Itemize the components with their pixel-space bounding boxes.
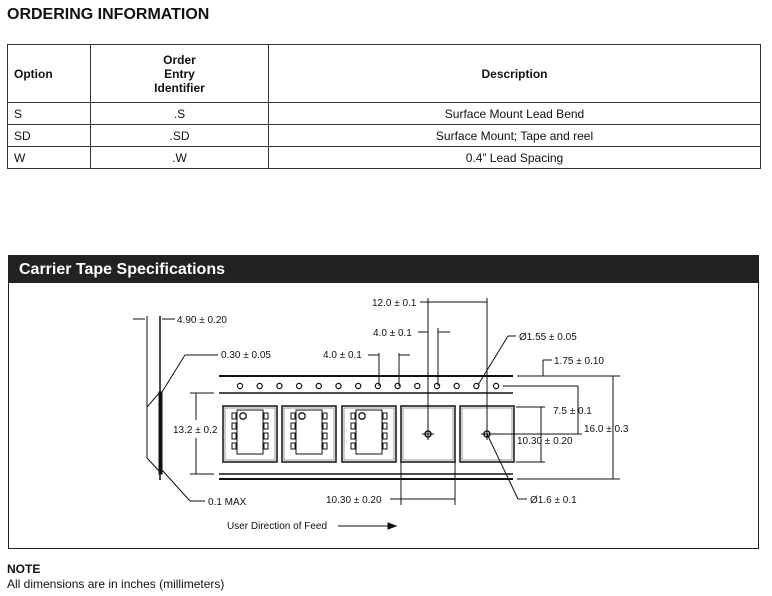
sprocket-hole (453, 382, 460, 390)
dim-center: 7.5 ± 0.1 (553, 406, 592, 417)
chip-pin (231, 412, 237, 420)
table-header-row: Option Order Entry Identifier Descriptio… (7, 44, 761, 103)
dim-pocket-hole: Ø1.6 ± 0.1 (530, 495, 577, 506)
cell-description: 0.4” Lead Spacing (268, 146, 761, 169)
dim-pitch-4b: 4.0 ± 0.1 (323, 350, 362, 361)
sprocket-hole (374, 382, 382, 390)
dim-pocket-height: 13.2 ± 0.2 (173, 425, 218, 436)
chip-body (355, 409, 383, 455)
carrier-title: Carrier Tape Specifications (9, 256, 758, 283)
chip-pin (382, 442, 388, 450)
chip-pin (350, 442, 356, 450)
chip-pin (290, 432, 296, 440)
ordering-table: Option Order Entry Identifier Descriptio… (7, 44, 761, 169)
sprocket-hole (433, 382, 441, 390)
pocket (281, 405, 337, 463)
chip-pin (263, 442, 269, 450)
sprocket-hole (276, 382, 283, 390)
chip-pin (322, 422, 328, 430)
cell-option: SD (7, 124, 91, 147)
dim-tape-thickness: 0.30 ± 0.05 (221, 350, 271, 361)
dim-edge: 1.75 ± 0.10 (554, 356, 604, 367)
chip-pin (382, 412, 388, 420)
pocket (341, 405, 397, 463)
pin1-marker (358, 412, 366, 420)
dim-pitch-4a: 4.0 ± 0.1 (373, 328, 412, 339)
sprocket-hole (414, 382, 421, 390)
sprocket-hole (473, 382, 480, 390)
pocket-inner (283, 407, 335, 461)
pocket-outline (281, 405, 337, 463)
pocket-inner (224, 407, 276, 461)
dim-reel-thickness: 4.90 ± 0.20 (177, 315, 227, 326)
pocket (222, 405, 278, 463)
chip-pin (290, 412, 296, 420)
chip-pin (231, 432, 237, 440)
chip-pin (350, 412, 356, 420)
chip-pin (231, 442, 237, 450)
sprocket-hole (315, 382, 322, 390)
chip-pin (322, 442, 328, 450)
chip-pin (263, 422, 269, 430)
sprocket-hole (236, 382, 244, 390)
dim-max: 0.1 MAX (208, 497, 247, 508)
chip-pin (322, 412, 328, 420)
sprocket-hole (492, 382, 500, 390)
chip-pin (231, 422, 237, 430)
dim-hole-diameter: Ø1.55 ± 0.05 (519, 332, 577, 343)
header-option: Option (7, 44, 91, 103)
carrier-tape-section: Carrier Tape Specifications (8, 255, 759, 549)
chip-pin (290, 422, 296, 430)
sprocket-hole (295, 382, 303, 390)
chip-pin (350, 432, 356, 440)
header-description: Description (268, 44, 761, 103)
pocket-outline (222, 405, 278, 463)
sprocket-hole (355, 382, 362, 390)
note-label: NOTE (7, 562, 41, 576)
pocket-outline (341, 405, 397, 463)
pin1-marker (298, 412, 306, 420)
note-text: All dimensions are in inches (millimeter… (7, 577, 225, 591)
chip-pin (322, 432, 328, 440)
cell-id: .W (90, 146, 269, 169)
dim-pitch-12: 12.0 ± 0.1 (372, 298, 417, 309)
dim-pocket-width: 10.30 ± 0.20 (517, 436, 573, 447)
dim-pocket-length: 10.30 ± 0.20 (326, 495, 382, 506)
feed-direction-label: User Direction of Feed (227, 521, 327, 532)
pocket-inner (343, 407, 395, 461)
sprocket-hole (256, 382, 263, 390)
chip-body (236, 409, 264, 455)
ordering-title: ORDERING INFORMATION (7, 6, 210, 23)
pin1-marker (239, 412, 247, 420)
header-order-entry: Order Entry Identifier (90, 44, 269, 103)
chip-pin (350, 422, 356, 430)
dim-width: 16.0 ± 0.3 (584, 424, 629, 435)
chip-pin (263, 432, 269, 440)
sprocket-hole (394, 382, 401, 390)
chip-pin (382, 422, 388, 430)
chip-pin (263, 412, 269, 420)
cell-option: W (7, 146, 91, 169)
sprocket-hole (335, 382, 342, 390)
chip-body (295, 409, 323, 455)
chip-pin (290, 442, 296, 450)
chip-pin (382, 432, 388, 440)
